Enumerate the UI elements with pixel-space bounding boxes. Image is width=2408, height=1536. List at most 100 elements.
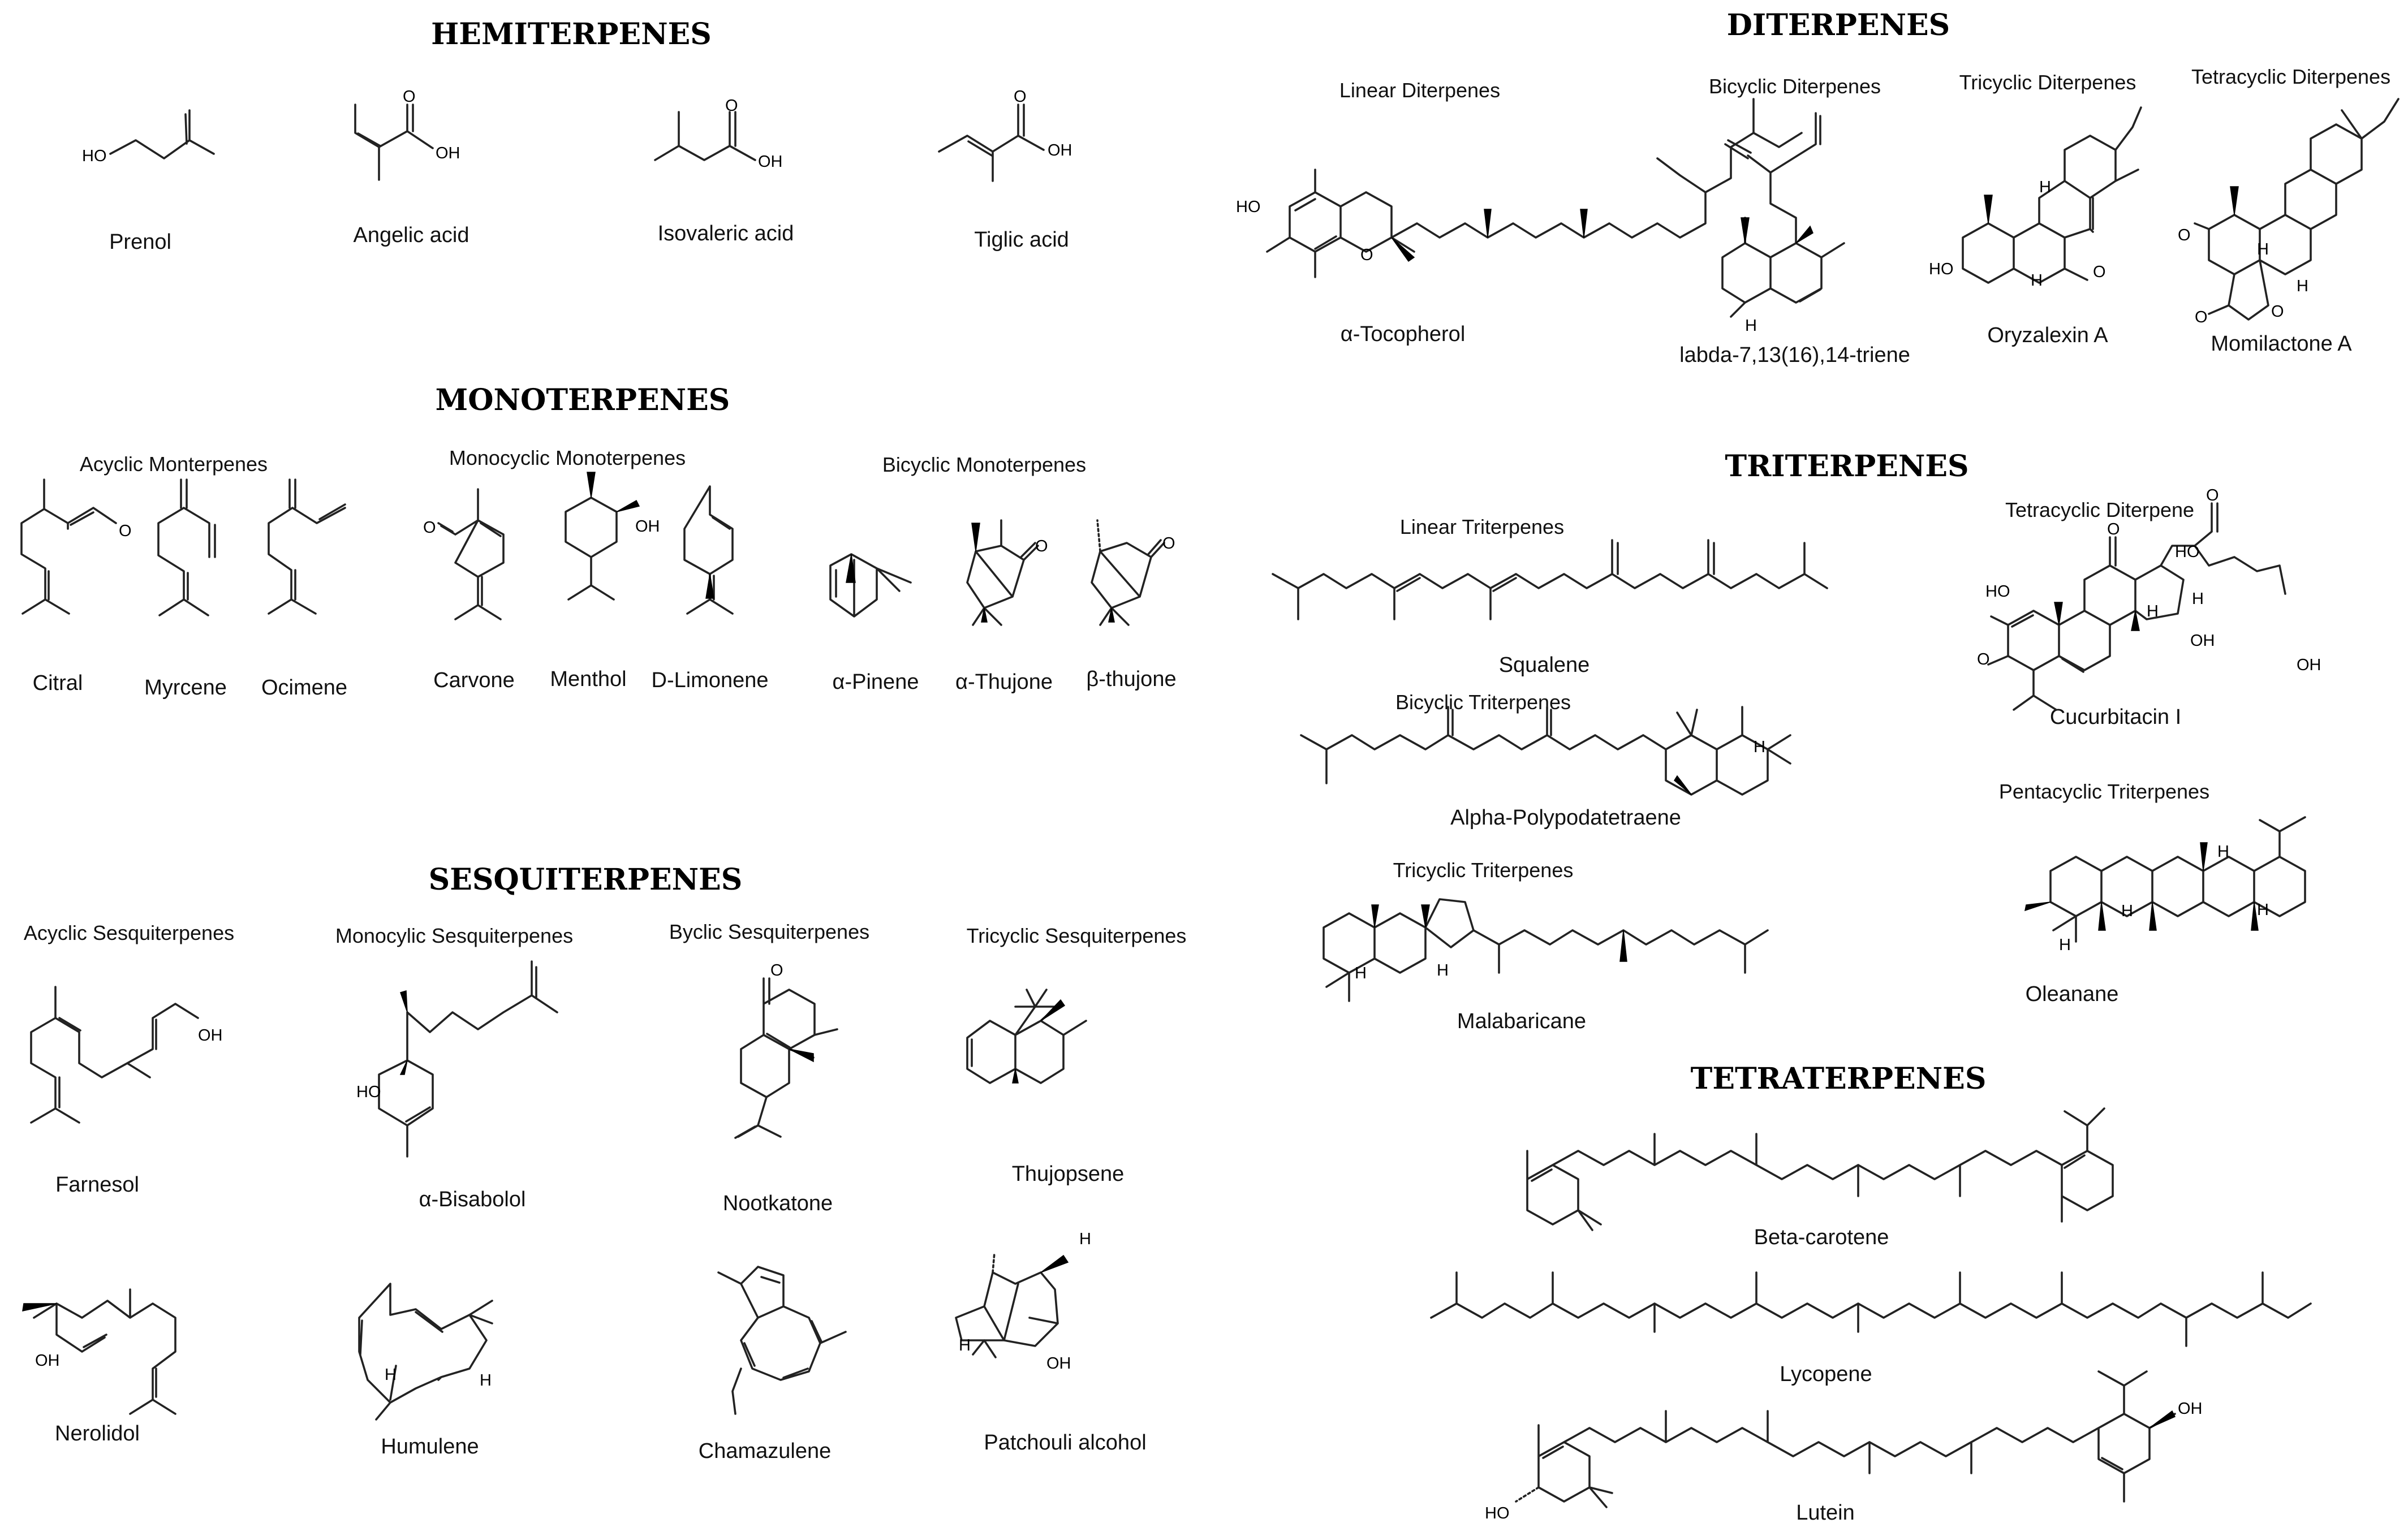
structure-lutein: OH HO <box>1485 1370 2203 1522</box>
atom-label-o: O <box>725 97 738 115</box>
compound-name-tiglic-acid: Tiglic acid <box>974 228 1069 252</box>
atom-label-h: H <box>2297 277 2308 295</box>
atom-label-oh: OH <box>35 1352 60 1370</box>
structure-thujopsene <box>966 989 1087 1084</box>
atom-label-oh: OH <box>635 517 660 536</box>
structure-nootkatone: O <box>734 961 838 1139</box>
structure-alpha-thujone: O <box>966 519 1048 626</box>
structure-alpha-bisabolol: HO <box>356 960 558 1158</box>
compound-name-carvone: Carvone <box>433 668 515 692</box>
atom-label-h: H <box>959 1336 971 1354</box>
atom-label-o: O <box>119 522 132 540</box>
atom-label-o: O <box>2271 303 2284 321</box>
atom-label-o: O <box>770 961 783 980</box>
atom-label-h: H <box>1355 964 1367 982</box>
structure-alpha-tocopherol: HO O <box>1236 98 1803 278</box>
compound-name-lycopene: Lycopene <box>1780 1362 1872 1386</box>
atom-label-ho: HO <box>1236 198 1261 216</box>
atom-label-oh: OH <box>758 153 783 171</box>
atom-label-o: O <box>2093 263 2106 281</box>
heading-hemiterpenes: HEMITERPENES <box>431 17 712 51</box>
subheading-tricyclic-diterpenes: Tricyclic Diterpenes <box>1959 71 2136 94</box>
compound-name-myrcene: Myrcene <box>144 676 227 700</box>
compound-name-farnesol: Farnesol <box>55 1173 139 1197</box>
subheading-tricyclic-sesquiterpenes: Tricyclic Sesquiterpenes <box>967 924 1187 947</box>
atom-label-ho: HO <box>356 1083 381 1101</box>
structure-citral: O <box>20 478 132 615</box>
compound-name-cucurbitacin-i: Cucurbitacin I <box>2050 705 2181 729</box>
structure-alpha-polypodatetraene: H <box>1300 706 1791 796</box>
structure-oryzalexin-a: HO O H H <box>1929 106 2142 290</box>
atom-label-h: H <box>2147 602 2159 620</box>
atom-label-oh: OH <box>2178 1400 2203 1418</box>
structure-nerolidol: OH <box>22 1288 176 1415</box>
structure-malabaricane: H H <box>1323 898 1769 1002</box>
subheading-tricyclic-triterpenes: Tricyclic Triterpenes <box>1393 858 1574 882</box>
subheading-monocyclic-monoterpenes: Monocyclic Monoterpenes <box>449 446 686 469</box>
compound-name-beta-thujone: β-thujone <box>1086 667 1176 691</box>
compound-name-lutein: Lutein <box>1796 1501 1855 1525</box>
compound-name-angelic-acid: Angelic acid <box>354 223 469 247</box>
atom-label-o: O <box>1162 534 1175 553</box>
structure-chamazulene <box>717 1266 847 1415</box>
compound-name-isovaleric-acid: Isovaleric acid <box>658 222 794 245</box>
structure-squalene <box>1272 539 1828 620</box>
atom-label-o: O <box>1360 246 1373 264</box>
atom-label-o: O <box>423 519 436 537</box>
atom-label-oh: OH <box>436 144 460 162</box>
heading-sesquiterpenes: SESQUITERPENES <box>429 862 743 897</box>
compound-name-oryzalexin-a: Oryzalexin A <box>1987 323 2108 347</box>
atom-label-oh: OH <box>2297 656 2321 674</box>
subheading-bicyclic-monoterpenes: Bicyclic Monoterpenes <box>882 453 1086 476</box>
subheading-linear-diterpenes: Linear Diterpenes <box>1339 79 1500 102</box>
compound-name-d-limonene: D-Limonene <box>652 668 769 692</box>
structure-farnesol: OH <box>30 986 223 1124</box>
atom-label-h: H <box>2039 178 2051 196</box>
subheading-pentacyclic-triterpenes: Pentacyclic Triterpenes <box>1999 780 2209 803</box>
atom-label-o: O <box>2178 226 2191 244</box>
subheading-tetracyclic-diterpene: Tetracyclic Diterpene <box>2005 498 2194 521</box>
atom-label-h: H <box>2257 240 2269 258</box>
heading-monoterpenes: MONOTERPENES <box>436 383 730 417</box>
structure-lycopene <box>1430 1271 2312 1347</box>
structure-prenol: HO <box>82 109 215 165</box>
structure-ocimene <box>268 478 346 615</box>
atom-label-oh: OH <box>2190 632 2215 650</box>
compound-name-thujopsene: Thujopsene <box>1012 1162 1125 1186</box>
subheading-acyclic-monoterpenes: Acyclic Monterpenes <box>80 452 268 476</box>
structure-isovaleric-acid: O OH <box>654 97 783 171</box>
atom-label-h: H <box>1745 317 1757 335</box>
atom-label-ho: HO <box>1985 583 2010 601</box>
structure-oleanane: H H H H <box>2024 816 2306 954</box>
atom-label-h: H <box>2257 901 2269 919</box>
compound-name-alpha-thujone: α-Thujone <box>955 670 1053 694</box>
compound-name-momilactone-a: Momilactone A <box>2211 332 2352 356</box>
structure-cucurbitacin-i: HO O O O HO OH OH H H <box>1977 486 2321 711</box>
atom-label-oh: HO <box>82 147 107 165</box>
atom-label-ho: HO <box>2175 543 2200 561</box>
structure-labdatriene: H <box>1721 112 1845 335</box>
structure-menthol: OH <box>565 472 660 601</box>
compound-name-nootkatone: Nootkatone <box>723 1192 833 1215</box>
compound-name-chamazulene: Chamazulene <box>699 1439 831 1463</box>
atom-label-o: O <box>1014 88 1027 106</box>
compound-name-menthol: Menthol <box>550 667 626 691</box>
structure-humulene: H H <box>358 1283 493 1421</box>
compound-name-alpha-pinene: α-Pinene <box>833 670 919 694</box>
subheading-bicyclic-diterpenes: Bicyclic Diterpenes <box>1709 75 1881 98</box>
compound-name-oleanane: Oleanane <box>2026 982 2119 1006</box>
compound-name-humulene: Humulene <box>381 1435 479 1459</box>
atom-label-o: O <box>1035 537 1048 555</box>
atom-label-h: H <box>2031 271 2043 290</box>
structure-beta-carotene <box>1526 1107 2114 1231</box>
compound-name-beta-carotene: Beta-carotene <box>1754 1226 1889 1249</box>
atom-label-o: O <box>2206 486 2219 504</box>
subheading-tetracyclic-diterpenes: Tetracyclic Diterpenes <box>2191 65 2390 88</box>
subheading-acyclic-sesquiterpenes: Acyclic Sesquiterpenes <box>24 921 234 944</box>
atom-label-oh: OH <box>1048 141 1072 159</box>
subheading-bicyclic-sesquiterpenes: Byclic Sesquiterpenes <box>669 920 869 943</box>
structure-beta-thujone: O <box>1091 519 1175 626</box>
compound-name-malabaricane: Malabaricane <box>1457 1009 1586 1033</box>
atom-label-h: H <box>2059 936 2071 954</box>
